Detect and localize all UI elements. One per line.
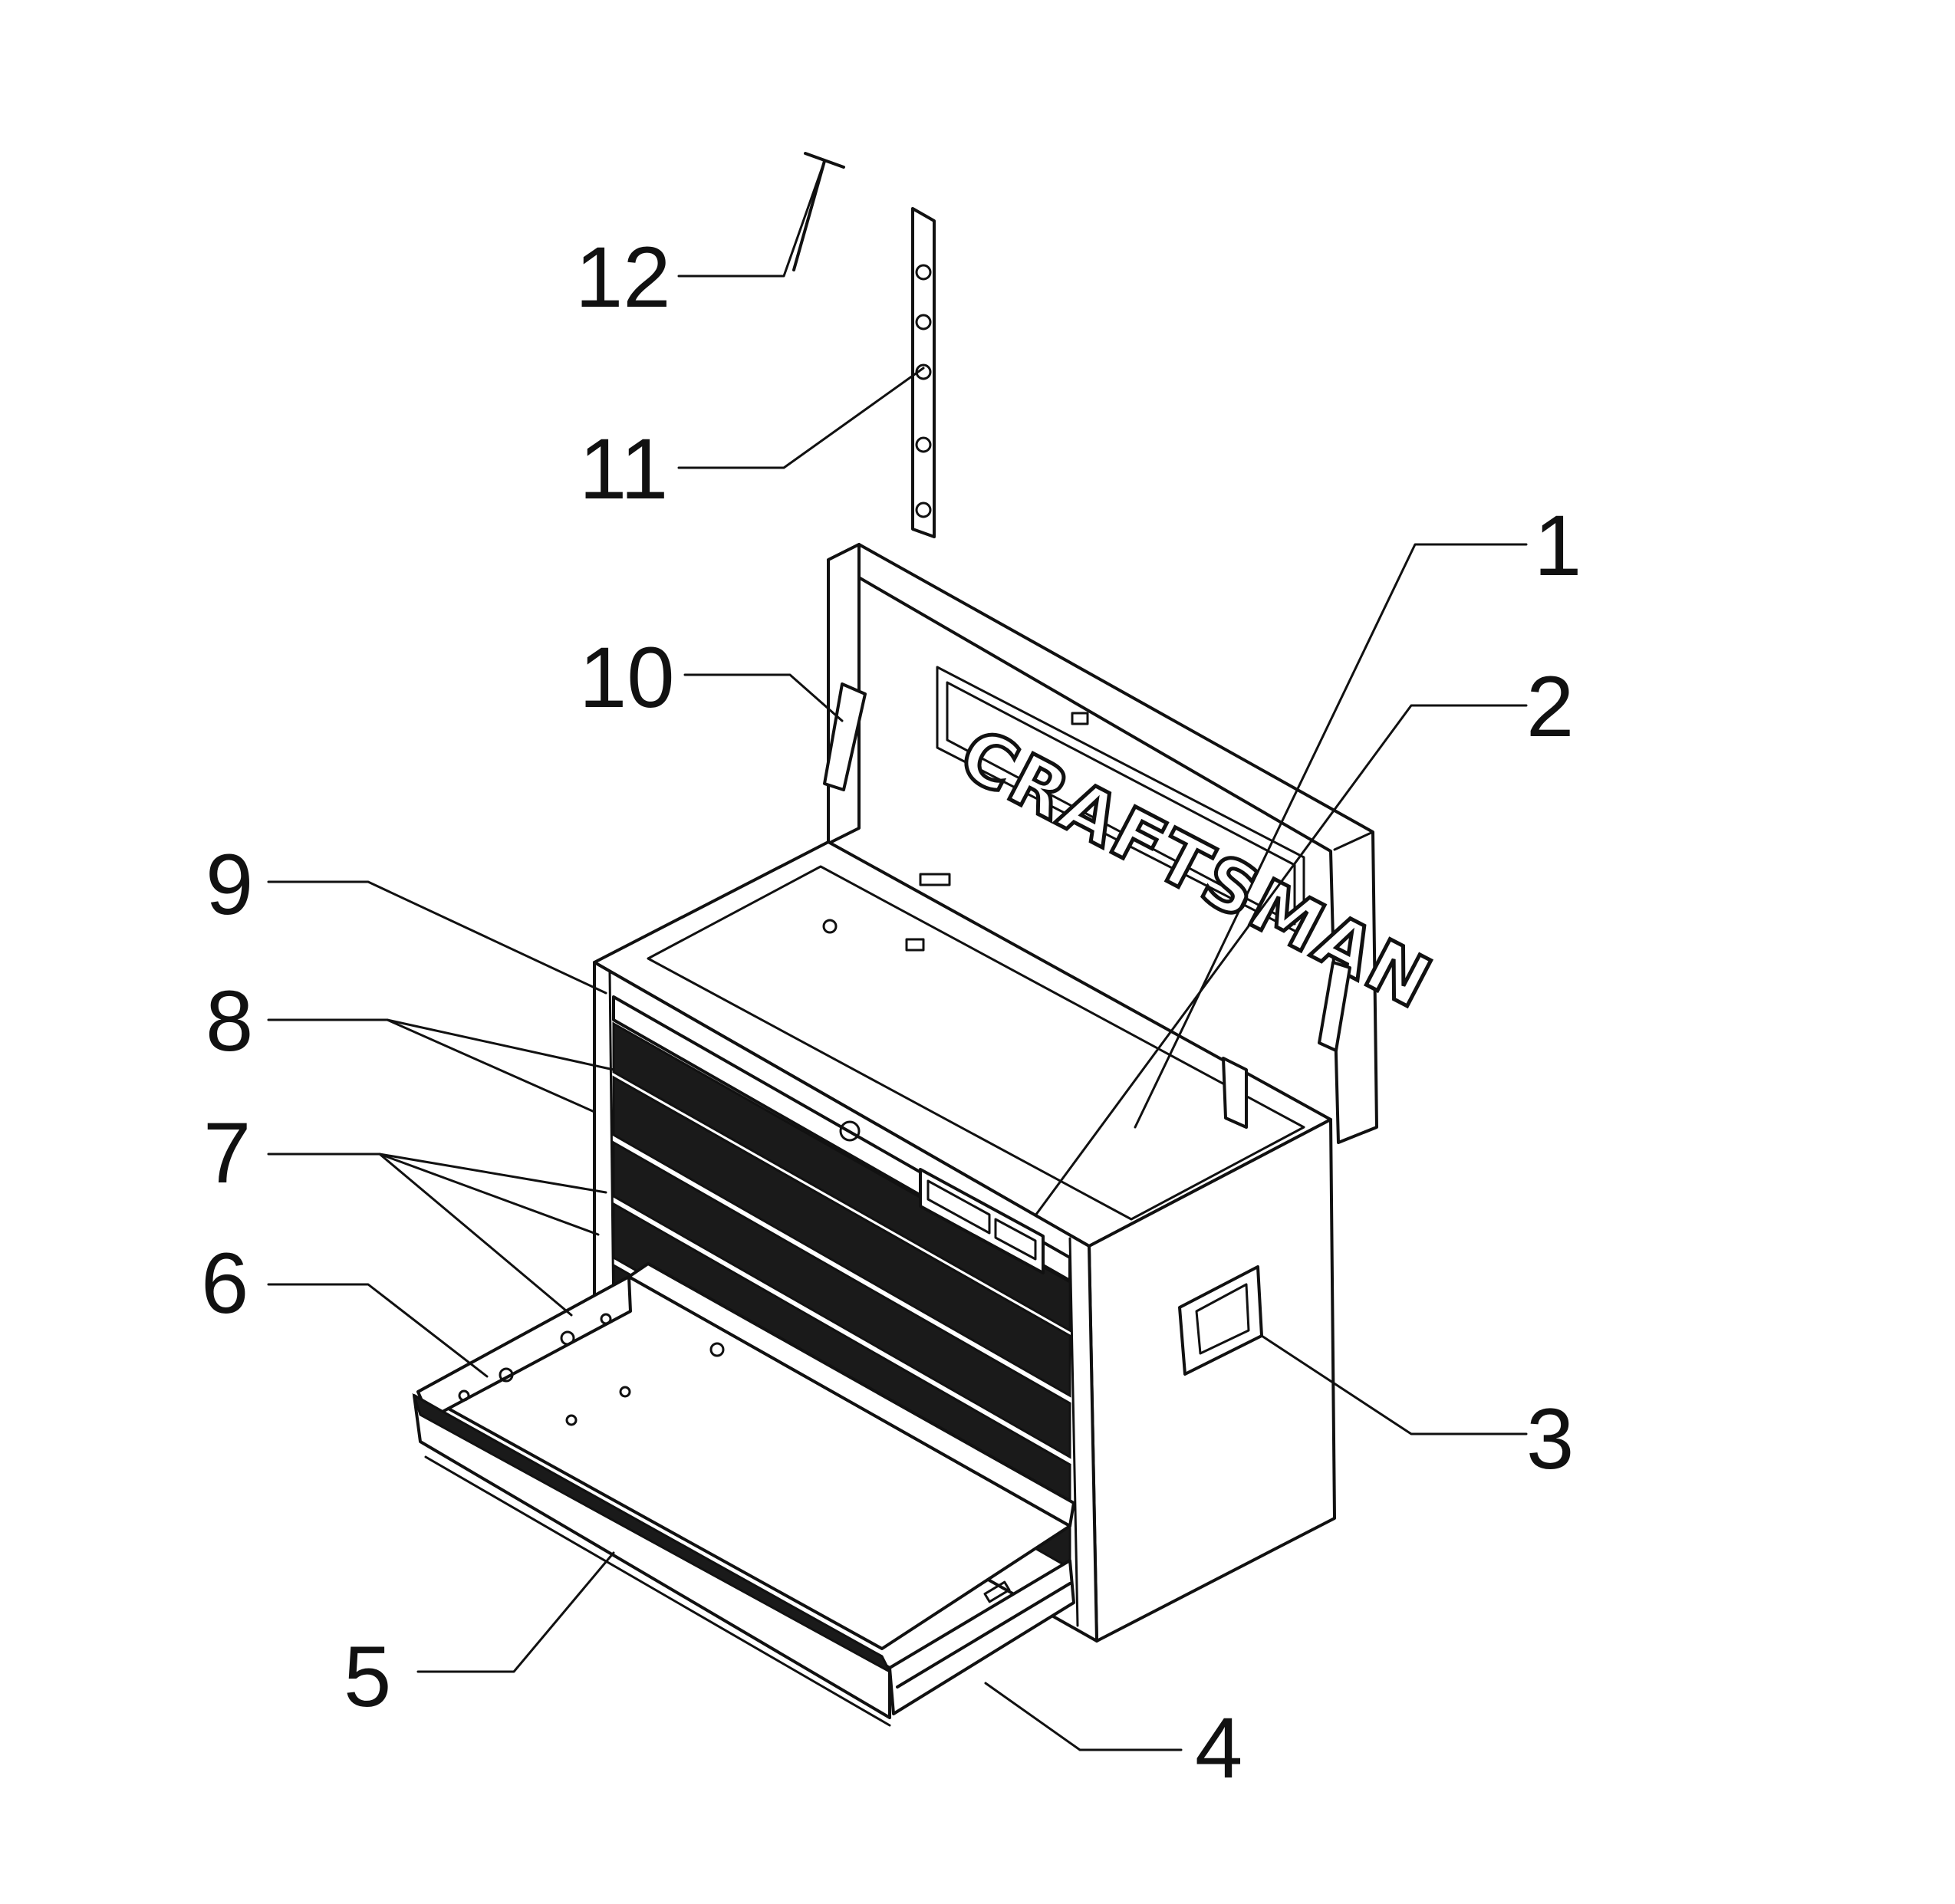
callout-labels: 1 2 3 4 5 6 7 8 9 10 11 12: [201, 229, 1581, 1796]
leader-lines: [267, 159, 1528, 1751]
open-drawer: [412, 1262, 1075, 1727]
callout-9: 9: [206, 837, 253, 932]
callout-4: 4: [1195, 1700, 1242, 1796]
callout-5: 5: [344, 1629, 391, 1725]
callout-10: 10: [579, 630, 675, 725]
callout-11: 11: [579, 421, 668, 517]
drawer-liner-part: [458, 1313, 725, 1426]
hinge-strip-part: [911, 207, 936, 538]
key-part: [792, 152, 845, 271]
callout-12: 12: [575, 229, 671, 325]
callout-7: 7: [203, 1105, 251, 1201]
callout-6: 6: [201, 1235, 248, 1331]
callout-8: 8: [206, 973, 253, 1069]
drawer-slide-part: [896, 1580, 1071, 1689]
callout-3: 3: [1526, 1391, 1574, 1487]
lid-strut-part: [823, 682, 1351, 1052]
nameplate-part: [919, 1168, 1045, 1274]
callout-2: 2: [1526, 659, 1574, 755]
callout-1: 1: [1534, 498, 1581, 594]
